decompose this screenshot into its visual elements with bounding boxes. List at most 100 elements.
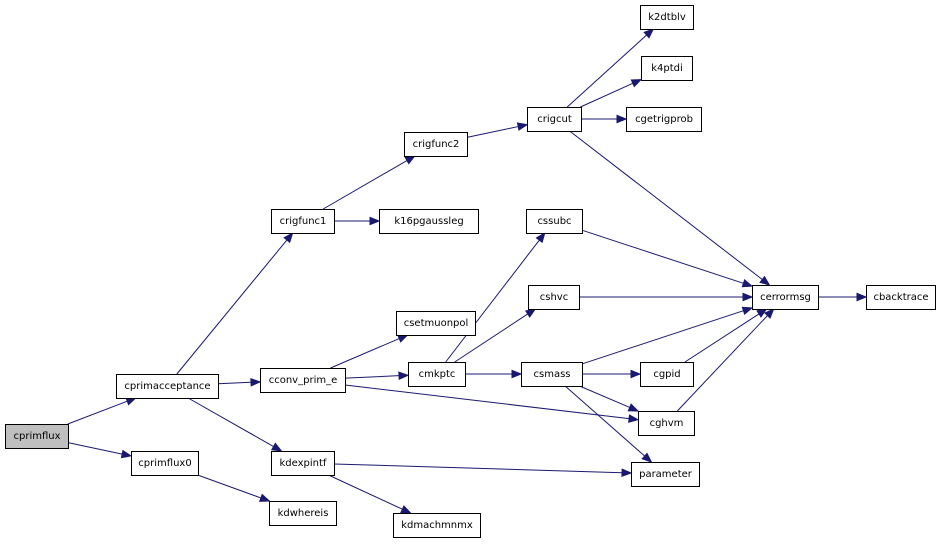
edge-crigfunc1-to-crigfunc2 bbox=[322, 160, 408, 210]
node-label: cprimflux0 bbox=[138, 458, 191, 469]
node-label: csmass bbox=[534, 369, 571, 380]
node-box bbox=[260, 368, 346, 393]
node-k4ptdi[interactable]: k4ptdi bbox=[641, 56, 693, 81]
edge-cgpid-to-cerrormsg bbox=[684, 313, 760, 363]
node-cprimflux[interactable]: cprimflux bbox=[5, 424, 69, 449]
arrowhead-cmkptc-to-cshvc bbox=[524, 308, 537, 318]
edge-kdexpintf-to-parameter bbox=[333, 463, 623, 474]
arrowhead-crigcut-to-k4ptdi bbox=[630, 79, 643, 88]
node-crigfunc1[interactable]: crigfunc1 bbox=[271, 209, 335, 234]
node-box bbox=[393, 513, 481, 538]
node-label: cssubc bbox=[537, 216, 571, 227]
arrowhead-csmass-to-parameter bbox=[641, 452, 653, 463]
node-box bbox=[640, 5, 694, 30]
arrowhead-kdexpintf-to-parameter bbox=[621, 468, 633, 478]
node-label: cbacktrace bbox=[873, 292, 928, 303]
edge-cprimacceptance-to-kdexpintf bbox=[187, 397, 274, 447]
node-label: cgpid bbox=[653, 369, 680, 380]
node-cshvc[interactable]: cshvc bbox=[528, 285, 580, 310]
node-cssubc[interactable]: cssubc bbox=[526, 209, 583, 234]
node-cprimacceptance[interactable]: cprimacceptance bbox=[116, 374, 219, 399]
node-kdexpintf[interactable]: kdexpintf bbox=[271, 451, 335, 476]
node-label: csetmuonpol bbox=[404, 318, 469, 329]
node-cghvm[interactable]: cghvm bbox=[638, 411, 695, 436]
node-k16pgaussleg[interactable]: k16pgaussleg bbox=[379, 209, 479, 234]
node-cgpid[interactable]: cgpid bbox=[640, 362, 694, 387]
node-cbacktrace[interactable]: cbacktrace bbox=[866, 285, 936, 310]
arrowhead-csmass-to-cghvm bbox=[627, 403, 640, 412]
edge-cprimflux0-to-kdwhereis bbox=[197, 474, 262, 499]
arrowhead-cmkptc-to-cssubc bbox=[535, 231, 546, 244]
arrowhead-cprimacceptance-to-cconv_prim_e bbox=[250, 377, 262, 387]
arrowhead-cssubc-to-cerrormsg bbox=[741, 279, 754, 288]
edge-csmass-to-cerrormsg bbox=[581, 310, 744, 365]
edge-crigcut-to-k4ptdi bbox=[580, 82, 634, 108]
node-csmass[interactable]: csmass bbox=[521, 362, 583, 387]
arrowhead-cshvc-to-cerrormsg bbox=[742, 292, 754, 302]
edge-crigcut-to-k2dtblv bbox=[566, 34, 647, 108]
node-cgetrigprob[interactable]: cgetrigprob bbox=[626, 107, 702, 132]
arrowhead-csmass-to-cgpid bbox=[630, 369, 642, 379]
arrowhead-cconv_prim_e-to-csetmuonpol bbox=[397, 334, 409, 343]
node-box bbox=[404, 132, 468, 157]
arrowhead-csmass-to-cerrormsg bbox=[741, 306, 754, 315]
edge-cconv_prim_e-to-cmkptc bbox=[344, 375, 400, 379]
node-box bbox=[269, 501, 337, 526]
node-cprimflux0[interactable]: cprimflux0 bbox=[131, 451, 199, 476]
node-label: cgetrigprob bbox=[635, 114, 693, 125]
edge-cmkptc-to-cssubc bbox=[445, 239, 540, 363]
node-kdmachmnmx[interactable]: kdmachmnmx bbox=[393, 513, 481, 538]
arrowhead-crigfunc2-to-crigcut bbox=[516, 122, 529, 131]
node-cerrormsg[interactable]: cerrormsg bbox=[752, 285, 819, 310]
node-label: k16pgaussleg bbox=[394, 216, 463, 227]
node-label: crigfunc1 bbox=[280, 216, 327, 227]
edge-csmass-to-cghvm bbox=[579, 385, 630, 408]
node-label: k4ptdi bbox=[651, 63, 683, 74]
node-parameter[interactable]: parameter bbox=[631, 462, 700, 487]
node-kdwhereis[interactable]: kdwhereis bbox=[269, 501, 337, 526]
node-crigcut[interactable]: crigcut bbox=[527, 107, 582, 132]
node-label: cshvc bbox=[540, 292, 568, 303]
node-box bbox=[271, 451, 335, 476]
node-box bbox=[526, 209, 583, 234]
node-cconv_prim_e[interactable]: cconv_prim_e bbox=[260, 368, 346, 393]
edge-kdexpintf-to-kdmachmnmx bbox=[328, 474, 403, 510]
edge-cmkptc-to-cshvc bbox=[454, 313, 529, 363]
edge-cprimacceptance-to-crigfunc1 bbox=[176, 239, 288, 375]
arrowhead-kdexpintf-to-kdmachmnmx bbox=[400, 505, 412, 514]
node-box bbox=[866, 285, 936, 310]
node-label: k2dtblv bbox=[648, 12, 686, 23]
node-box bbox=[521, 362, 583, 387]
arrowhead-crigfunc1-to-crigfunc2 bbox=[404, 155, 416, 165]
node-box bbox=[631, 462, 700, 487]
node-crigfunc2[interactable]: crigfunc2 bbox=[404, 132, 468, 157]
edge-cssubc-to-cerrormsg bbox=[581, 229, 744, 284]
arrowhead-crigcut-to-cgetrigprob bbox=[616, 114, 628, 124]
node-label: kdexpintf bbox=[280, 458, 327, 469]
arrowhead-crigfunc1-to-k16pgaussleg bbox=[369, 216, 381, 226]
arrowhead-cmkptc-to-csmass bbox=[511, 369, 523, 379]
node-box bbox=[626, 107, 702, 132]
arrowhead-cerrormsg-to-cbacktrace bbox=[856, 292, 868, 302]
node-cmkptc[interactable]: cmkptc bbox=[408, 362, 466, 387]
node-box bbox=[752, 285, 819, 310]
node-label: parameter bbox=[639, 469, 693, 480]
node-k2dtblv[interactable]: k2dtblv bbox=[640, 5, 694, 30]
node-box bbox=[5, 424, 69, 449]
node-box bbox=[116, 374, 219, 399]
node-box bbox=[131, 451, 199, 476]
arrowhead-cprimflux-to-cprimflux0 bbox=[120, 449, 133, 459]
arrowhead-cconv_prim_e-to-cghvm bbox=[628, 414, 640, 423]
nodes: cprimflux cprimacceptance cprimflux0 crigfu… bbox=[5, 5, 936, 538]
node-label: cerrormsg bbox=[760, 292, 811, 303]
node-csetmuonpol[interactable]: csetmuonpol bbox=[396, 311, 476, 336]
edge-cconv_prim_e-to-csetmuonpol bbox=[330, 338, 400, 369]
node-label: cghvm bbox=[650, 418, 684, 429]
edge-cprimflux-to-cprimacceptance bbox=[67, 400, 128, 425]
node-box bbox=[641, 56, 693, 81]
node-box bbox=[528, 285, 580, 310]
edge-cprimacceptance-to-cconv_prim_e bbox=[217, 381, 252, 385]
node-label: crigcut bbox=[537, 114, 572, 125]
edge-cprimflux-to-cprimflux0 bbox=[67, 442, 123, 455]
